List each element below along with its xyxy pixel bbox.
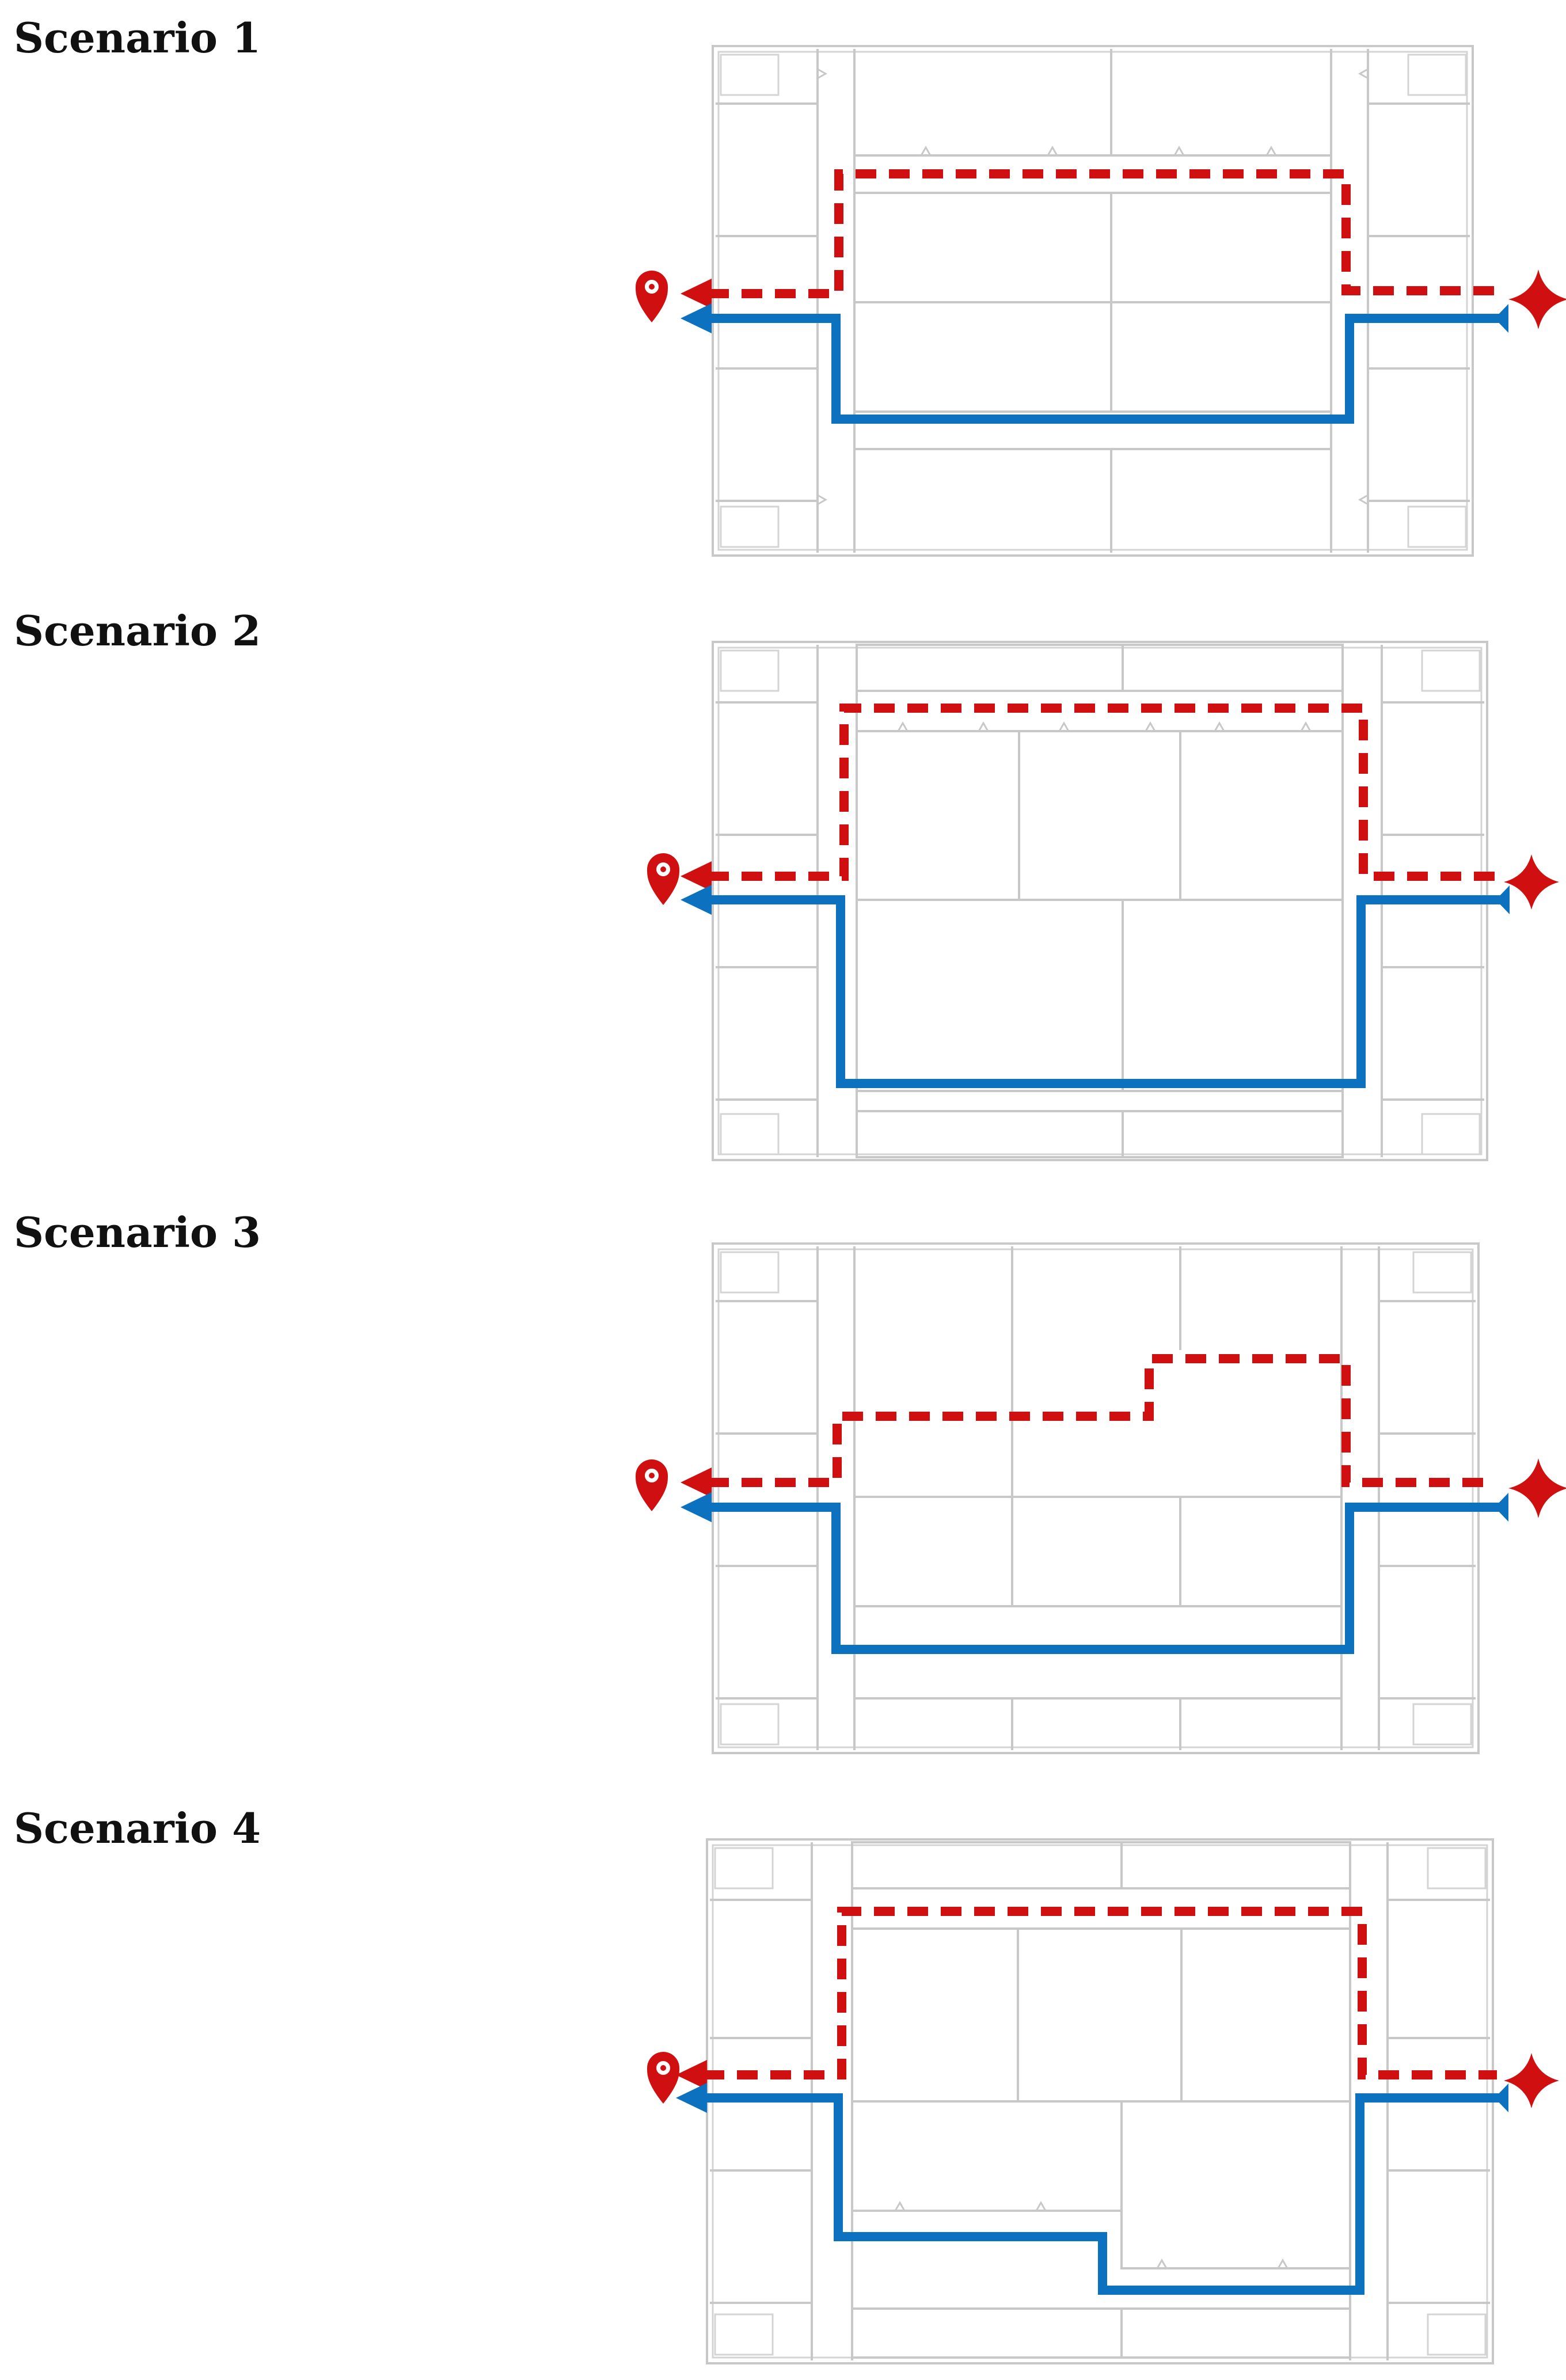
route-dashed-red: [681, 169, 1496, 309]
arrowhead-icon: [681, 303, 712, 333]
arrowhead-icon: [1495, 2084, 1508, 2112]
arrowhead-icon: [681, 885, 712, 915]
four-point-star-icon: [1508, 269, 1566, 329]
doors: [817, 68, 1369, 505]
building-outline: [712, 1242, 1480, 1754]
four-point-star-icon: [1504, 854, 1559, 910]
location-pin-icon: [647, 853, 679, 905]
route-dashed-red: [681, 704, 1497, 891]
route-dashed-red: [676, 1907, 1497, 2090]
route-solid-blue: [676, 2083, 1508, 2295]
location-pin-icon: [636, 1459, 668, 1511]
four-point-star-icon: [1508, 1458, 1566, 1518]
location-pin-icon: [636, 271, 668, 322]
arrowhead-icon: [1496, 885, 1510, 914]
doors: [894, 2200, 1288, 2269]
scenario-2-title: Scenario 2: [14, 606, 261, 655]
arrowhead-icon: [676, 2083, 707, 2113]
scenario-3-floor-plan: [636, 1242, 1566, 1754]
room-walls: [716, 1246, 1476, 1750]
arrowhead-icon: [676, 2060, 707, 2090]
four-point-star-icon: [1504, 2053, 1559, 2108]
arrowhead-icon: [681, 1492, 712, 1522]
stairs: [720, 54, 1467, 548]
stairs: [720, 1251, 1472, 1746]
building-outline: [712, 45, 1474, 557]
route-solid-blue: [681, 303, 1508, 424]
route-solid-blue: [681, 1492, 1508, 1654]
arrowhead-icon: [681, 861, 712, 891]
room-walls: [710, 1841, 1490, 2360]
scenario-3-title: Scenario 3: [14, 1208, 261, 1257]
route-dashed-red: [681, 1354, 1496, 1497]
room-walls: [716, 49, 1470, 553]
scenario-4-floor-plan: [647, 1838, 1559, 2364]
arrowhead-icon: [1495, 1493, 1508, 1522]
doors: [897, 721, 1312, 732]
scenario-1-floor-plan: [636, 45, 1566, 557]
stairs: [720, 649, 1481, 1155]
stairs: [714, 1847, 1487, 2356]
scenario-4-title: Scenario 4: [14, 1804, 261, 1853]
scenario-1-title: Scenario 1: [14, 13, 261, 62]
arrowhead-icon: [681, 1467, 712, 1497]
arrowhead-icon: [681, 279, 712, 309]
location-pin-icon: [647, 2052, 679, 2104]
scenario-2-floor-plan: [647, 641, 1559, 1161]
route-solid-blue: [681, 885, 1510, 1088]
arrowhead-icon: [1495, 304, 1508, 333]
